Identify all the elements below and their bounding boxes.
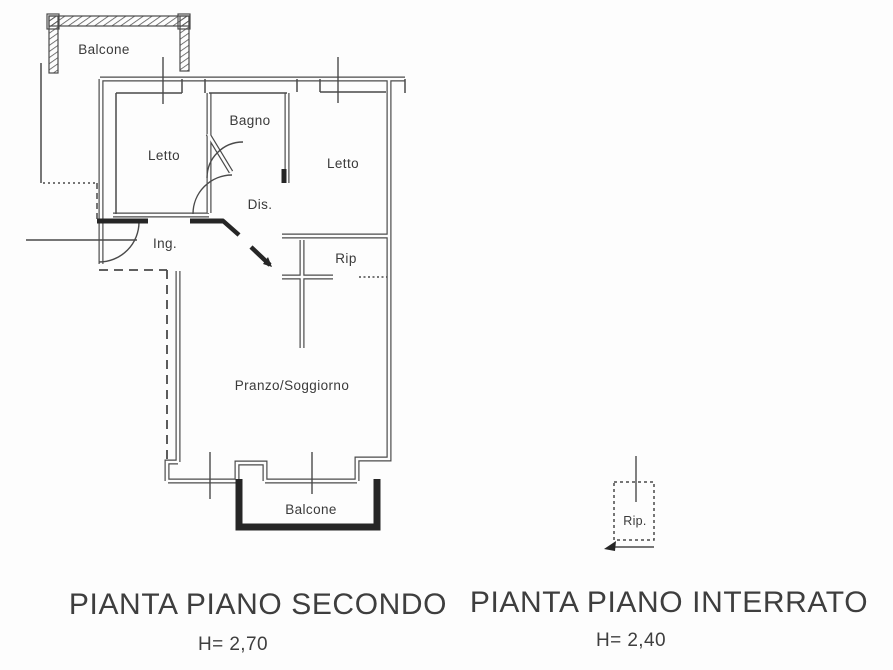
balcony-parapet [235, 479, 381, 531]
wall-core [206, 133, 233, 173]
room-label-ing: Ing. [153, 236, 177, 251]
room-label-pranzo-soggiorno: Pranzo/Soggiorno [235, 378, 349, 393]
wall-core [235, 461, 267, 481]
labels-piano-interrato: Rip. [623, 514, 646, 528]
height-note-secondo: H= 2,70 [198, 634, 268, 655]
room-label-rip-basement: Rip. [623, 514, 646, 528]
title-piano-secondo: PIANTA PIANO SECONDO [69, 588, 447, 621]
room-label-dis: Dis. [248, 197, 273, 212]
wall-segment [164, 459, 178, 481]
door-arc [192, 174, 233, 215]
door-arc [98, 221, 140, 263]
wall-segment [354, 79, 392, 481]
wall-cores [99, 77, 405, 483]
room-label-letto-right: Letto [327, 156, 359, 171]
wall-outlines [98, 76, 405, 484]
title-piano-interrato: PIANTA PIANO INTERRATO [470, 586, 868, 619]
basement-rip-outline [613, 481, 655, 541]
railing-corner-post [177, 13, 191, 30]
wall-core [165, 460, 178, 481]
thick-walls-thresholds [97, 169, 381, 531]
wall-segment [234, 460, 268, 481]
basement-storeroom-outline [604, 481, 655, 551]
balcony-railing-hatched [46, 13, 191, 74]
railing-left [48, 15, 59, 74]
room-label-balcone-top: Balcone [78, 42, 130, 57]
room-label-balcone-bottom: Balcone [285, 502, 337, 517]
railing-right [179, 15, 190, 72]
door-leaf-arrow [263, 257, 272, 267]
plan-captions: PIANTA PIANO SECONDO H= 2,70 PIANTA PIAN… [69, 586, 868, 655]
door-arc [206, 141, 244, 179]
wall-core [355, 79, 391, 481]
railing-corner-post [46, 13, 60, 30]
thick-wall-segment [220, 218, 241, 237]
room-label-rip: Rip [335, 251, 356, 266]
basement-rip-arrow [604, 541, 616, 551]
height-note-interrato: H= 2,40 [596, 630, 666, 651]
thin-lines-doors-windows [26, 57, 637, 502]
room-label-letto-left: Letto [148, 148, 180, 163]
railing-top [48, 15, 190, 27]
room-label-bagno: Bagno [229, 113, 270, 128]
labels-piano-secondo: Balcone Letto Bagno Letto Dis. Ing. Rip … [78, 42, 359, 517]
